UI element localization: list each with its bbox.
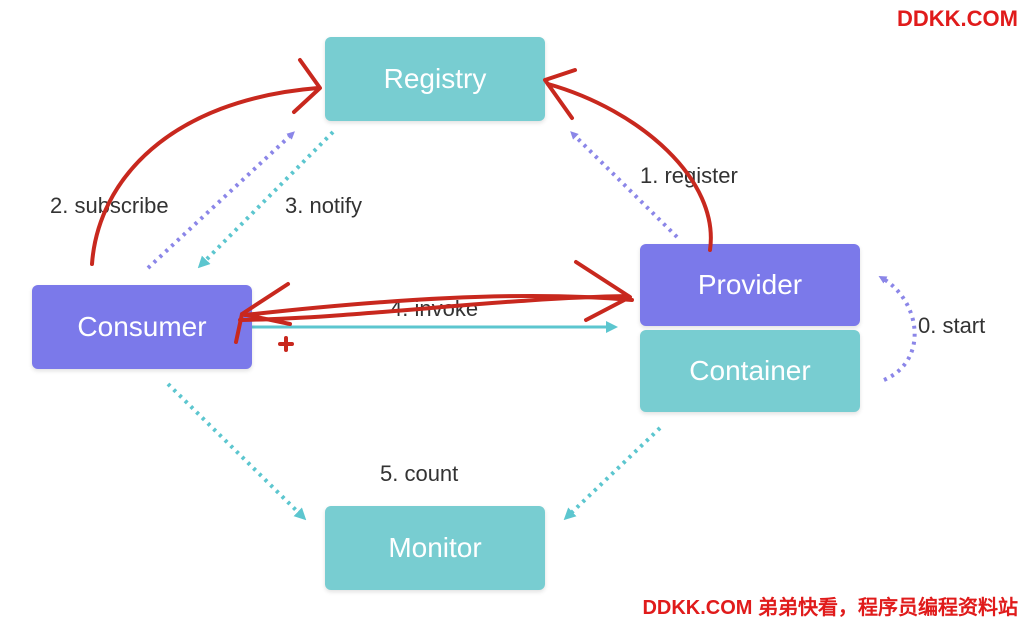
registry-label: Registry — [383, 63, 487, 94]
annotation-subscribe-stroke — [90, 86, 320, 266]
annotation-subscribe-head — [292, 58, 322, 114]
annotation-invoke-head-left — [234, 282, 292, 344]
count-label: 5. count — [380, 461, 459, 486]
container-label: Container — [689, 355, 811, 386]
annotation-register-stroke — [546, 82, 713, 252]
annotation-register-head — [543, 68, 577, 120]
annotation-plus-mark — [278, 336, 294, 352]
provider-label: Provider — [697, 269, 803, 300]
count-arrow-container — [563, 426, 662, 521]
registry-node: Registry — [325, 37, 545, 121]
provider-node: Provider — [640, 244, 860, 326]
consumer-node: Consumer — [32, 285, 252, 369]
annotation-invoke-head-right — [574, 260, 632, 322]
monitor-label: Monitor — [388, 532, 482, 563]
annotation-invoke-stroke-2 — [238, 294, 630, 322]
container-node: Container — [640, 330, 860, 412]
start-label: 0. start — [918, 313, 986, 338]
watermark-top: DDKK.COM — [897, 6, 1018, 31]
subscribe-arrow — [146, 131, 295, 270]
register-arrow — [570, 131, 679, 239]
watermark-bottom: DDKK.COM 弟弟快看，程序员编程资料站 — [642, 597, 1018, 619]
notify-label: 3. notify — [285, 193, 363, 218]
monitor-node: Monitor — [325, 506, 545, 590]
consumer-label: Consumer — [77, 311, 207, 342]
start-arrow — [878, 275, 917, 382]
notify-arrow — [197, 130, 335, 269]
